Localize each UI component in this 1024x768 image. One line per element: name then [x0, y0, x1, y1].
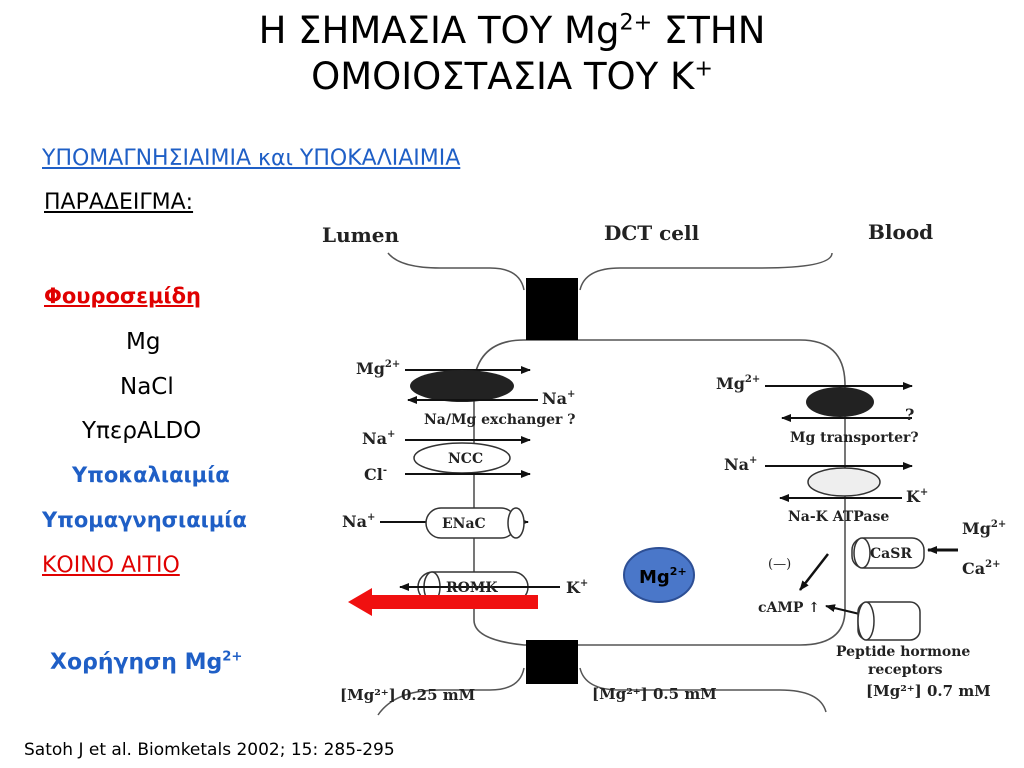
- peptide-receptor-end: [857, 601, 875, 641]
- common-cause: ΚΟΙΝΟ ΑΙΤΙΟ: [42, 553, 180, 578]
- na-label-atpase: Na+: [724, 455, 757, 474]
- mg-badge: [623, 547, 695, 603]
- mg-badge-label: Mg2+: [639, 565, 687, 588]
- lumen-label: Lumen: [322, 223, 399, 247]
- na-k-atpase-label: Na-K ATPase: [788, 509, 889, 525]
- lower-cell-outline-left: [377, 667, 525, 716]
- dct-cell-label: DCT cell: [604, 221, 700, 245]
- tight-junction-bottom: [526, 640, 578, 684]
- peptide-label-line2: receptors: [868, 662, 943, 678]
- upper-cell-outline-left: [387, 252, 525, 291]
- ncc-label: NCC: [448, 451, 483, 467]
- peptide-label-line1: Peptide hormone: [836, 644, 970, 660]
- upper-cell-outline-right: [579, 252, 833, 291]
- heading-hypomag-hypokal: ΥΠΟΜΑΓΝΗΣΙΑΙΜΙΑ και ΥΠΟΚΑΛΙΑΙΜΙΑ: [42, 146, 461, 171]
- na-mg-exchanger-label: Na/Mg exchanger ?: [424, 412, 576, 428]
- question-mark: ?: [905, 405, 914, 424]
- camp-label: cAMP ↑: [758, 600, 820, 616]
- na-label-enac: Na+: [342, 512, 375, 531]
- drug-name: Φουροσεμίδη: [44, 284, 201, 308]
- example-label: ΠΑΡΑΔΕΙΓΜΑ:: [44, 190, 194, 215]
- na-label-exchanger: Na+: [542, 389, 575, 408]
- mg-conc-cell: [Mg²⁺] 0.5 mM: [592, 685, 717, 703]
- item-nacl: NaCl: [120, 374, 174, 400]
- mg-transporter-label: Mg transporter?: [790, 430, 919, 446]
- casr-label: CaSR: [870, 546, 912, 562]
- tight-junction-top: [526, 278, 578, 340]
- casr-inhibition-arrow: [799, 553, 829, 591]
- mg-label-blood: Mg2+: [716, 374, 760, 393]
- mg-conc-lumen: [Mg²⁺] 0.25 mM: [340, 686, 475, 704]
- dct-cell-membrane: [473, 339, 846, 646]
- item-mg: Mg: [126, 329, 161, 355]
- citation: Satoh J et al. Biomketals 2002; 15: 285-…: [24, 740, 395, 760]
- mg-conc-blood: [Mg²⁺] 0.7 mM: [866, 682, 991, 700]
- lower-cell-outline-right: [579, 667, 827, 713]
- mg-label-casr: Mg2+: [962, 519, 1006, 538]
- k-secretion-highlight-arrowhead: [348, 588, 372, 616]
- k-label-romk: K+: [566, 578, 588, 597]
- treatment-mg: Χορήγηση Mg2+: [50, 649, 243, 675]
- na-label-ncc: Na+: [362, 429, 395, 448]
- cl-label-ncc: Cl-: [364, 465, 387, 484]
- k-secretion-highlight-arrow: [366, 595, 538, 609]
- title-line-1: Η ΣΗΜΑΣΙΑ ΤΟΥ Mg2+ ΣΤΗΝ: [258, 9, 766, 52]
- na-k-atpase-shape: [807, 467, 881, 497]
- enac-label: ENaC: [442, 516, 486, 532]
- item-hypomagnesemia: Υπομαγνησιαιμία: [42, 508, 247, 532]
- enac-channel-end: [507, 507, 525, 539]
- mg-transporter-shape: [806, 387, 874, 417]
- title-line-2: ΟΜΟΙΟΣΤΑΣΙΑ ΤΟΥ K+: [311, 55, 713, 98]
- na-mg-exchanger-shape: [410, 370, 514, 402]
- blood-label: Blood: [868, 220, 933, 244]
- inhibition-sign: (—): [768, 557, 791, 572]
- item-hypokalemia: Υποκαλιαιμία: [72, 463, 230, 487]
- item-hyperaldo: ΥπερALDO: [82, 418, 202, 444]
- casr-receptor-end: [853, 537, 871, 569]
- casr-receptor: [851, 537, 925, 569]
- slide-title: Η ΣΗΜΑΣΙΑ ΤΟΥ Mg2+ ΣΤΗΝ ΟΜΟΙΟΣΤΑΣΙΑ ΤΟΥ …: [0, 8, 1024, 100]
- ca-label-casr: Ca2+: [962, 559, 1000, 578]
- romk-label: ROMK: [446, 580, 498, 596]
- k-label-atpase: K+: [906, 487, 928, 506]
- mg-label-lumen: Mg2+: [356, 359, 400, 378]
